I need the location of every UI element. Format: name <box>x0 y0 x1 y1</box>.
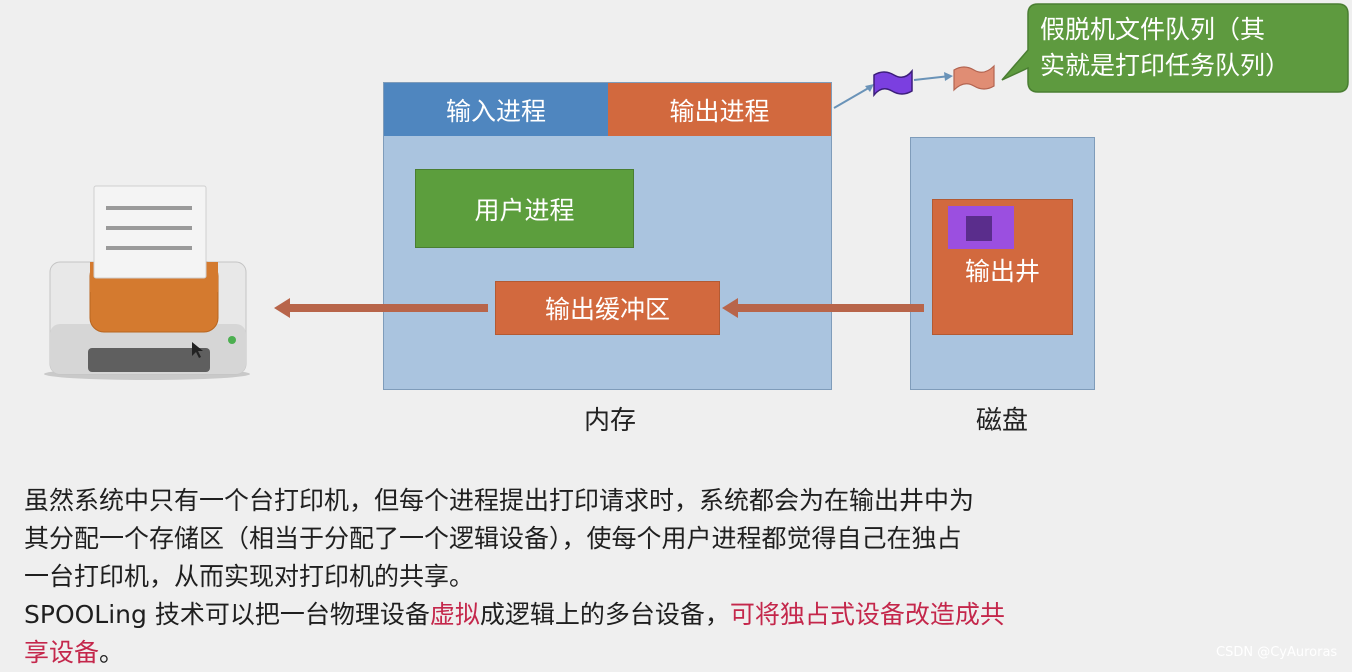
task-flag-icon-2 <box>953 64 995 92</box>
highlight-shared-device: 享设备 <box>24 638 100 667</box>
memory-caption: 内存 <box>583 406 636 436</box>
task-queue-arrows <box>833 72 953 109</box>
output-process-label: 输出进程 <box>669 96 770 126</box>
input-process-block: 输入进程 <box>384 83 608 136</box>
highlight-convert: 可将独占式设备改造成共 <box>729 600 1005 629</box>
output-buffer-block: 输出缓冲区 <box>495 281 720 335</box>
input-process-label: 输入进程 <box>445 96 546 126</box>
disk-to-buffer-arrow <box>722 298 924 318</box>
description-line-3: 一台打印机，从而实现对打印机的共享。 <box>24 562 475 591</box>
highlight-virtual: 虚拟 <box>429 600 480 629</box>
description-line-1: 虽然系统中只有一个台打印机，但每个进程提出打印请求时，系统都会为在输出井中为 <box>24 486 975 515</box>
description-paragraph: 虽然系统中只有一个台打印机，但每个进程提出打印请求时，系统都会为在输出井中为 其… <box>24 482 1199 672</box>
buffer-to-printer-arrow <box>274 298 488 318</box>
user-process-label: 用户进程 <box>474 195 575 225</box>
description-line-5: 享设备。 <box>24 634 1199 672</box>
output-process-block: 输出进程 <box>608 83 831 136</box>
spooling-text: SPOOLing 技术可以把一台物理设备 <box>24 600 430 629</box>
callout-text: 假脱机文件队列（其 实就是打印任务队列） <box>1030 8 1346 88</box>
line-end-punct: 。 <box>99 638 125 667</box>
task-flag-icon <box>873 68 913 98</box>
callout-line-1: 假脱机文件队列（其 <box>1040 15 1266 44</box>
watermark: CSDN @CyAuroras <box>1216 645 1338 660</box>
disk-caption: 磁盘 <box>975 406 1028 436</box>
callout-line-2: 实就是打印任务队列） <box>1040 51 1291 80</box>
logical-devices-text: 成逻辑上的多台设备， <box>479 600 730 629</box>
output-well-label: 输出井 <box>964 257 1040 286</box>
description-line-2: 其分配一个存储区（相当于分配了一个逻辑设备），使每个用户进程都觉得自己在独占 <box>24 524 962 553</box>
output-buffer-label: 输出缓冲区 <box>544 295 670 324</box>
description-line-4: SPOOLing 技术可以把一台物理设备虚拟成逻辑上的多台设备，可将独占式设备改… <box>24 596 1199 634</box>
queue-callout-bubble <box>1001 3 1349 93</box>
printer-icon <box>44 185 250 380</box>
storage-slot-fill <box>966 216 992 241</box>
user-process-block: 用户进程 <box>415 169 634 248</box>
